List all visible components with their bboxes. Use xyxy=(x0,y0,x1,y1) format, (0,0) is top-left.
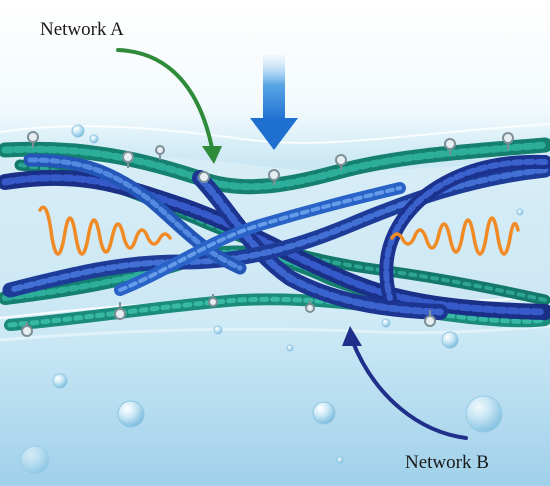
pin-node-icon xyxy=(502,132,514,150)
bubble-icon xyxy=(20,445,50,475)
wave-icon-right xyxy=(390,216,520,256)
pin-node-icon xyxy=(424,310,436,327)
bubble-icon xyxy=(52,373,68,389)
pin-node-icon xyxy=(155,145,165,160)
bubble-icon xyxy=(465,395,503,433)
bubble-icon xyxy=(71,124,85,138)
pin-node-icon xyxy=(268,169,280,185)
down-arrow-icon xyxy=(250,55,298,150)
pin-node-icon xyxy=(208,294,218,307)
pin-node-icon xyxy=(122,151,134,168)
bubble-icon xyxy=(286,344,294,352)
bubble-icon xyxy=(89,134,99,144)
network-a-arrow xyxy=(116,48,222,164)
network-b-label: Network B xyxy=(405,452,489,473)
pin-node-icon xyxy=(21,322,33,337)
lower-water-ripple xyxy=(0,324,550,342)
network-b-arrow xyxy=(342,326,468,440)
bubble-icon xyxy=(117,400,145,428)
bubble-icon xyxy=(516,208,524,216)
bubbles xyxy=(20,124,524,475)
bubble-icon xyxy=(312,401,336,425)
wave-icon-left xyxy=(38,205,172,256)
network-b-strands xyxy=(0,153,550,320)
bubble-icon xyxy=(336,456,344,464)
network-a-label: Network A xyxy=(40,19,124,40)
lower-water-body xyxy=(0,296,550,486)
pin-node-icon xyxy=(114,302,126,320)
pin-nodes xyxy=(21,131,514,337)
pin-node-icon xyxy=(27,131,39,148)
pin-node-icon xyxy=(335,154,347,170)
bubble-icon xyxy=(441,331,459,349)
pin-node-icon xyxy=(305,300,315,313)
bubble-icon xyxy=(381,318,391,328)
pin-node-icon xyxy=(444,138,456,155)
pin-node-icon xyxy=(198,171,210,183)
bubble-icon xyxy=(213,325,223,335)
